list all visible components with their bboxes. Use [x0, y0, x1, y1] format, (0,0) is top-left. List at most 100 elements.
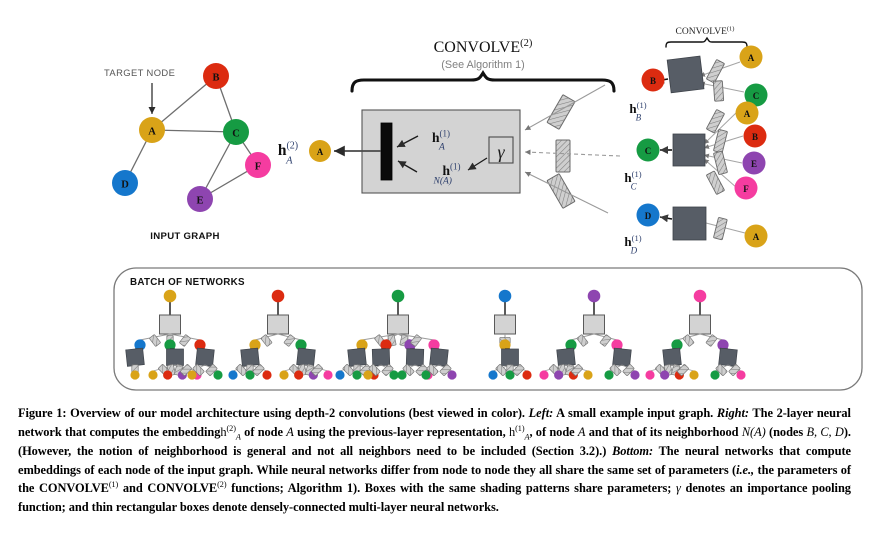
- graph-node-E[interactable]: E: [187, 186, 213, 212]
- sub-node-C-neighbor-F[interactable]: F: [734, 176, 758, 200]
- batch-mid-node-A-C[interactable]: [164, 339, 176, 351]
- batch-leaf-node-B-C-B[interactable]: [294, 370, 304, 380]
- batch-darkbox-C-A: [347, 347, 367, 367]
- batch-root-node-F[interactable]: [693, 289, 707, 303]
- batch-mid-node-C-B[interactable]: [380, 339, 392, 351]
- batch-leaf-node-D-A-C[interactable]: [505, 370, 515, 380]
- batch-leaf-node-C-A-D[interactable]: [335, 370, 345, 380]
- batch-leaf-node-B-A-C[interactable]: [245, 370, 255, 380]
- caption-h2A: h(2)A: [220, 423, 241, 442]
- dark-box-B: [666, 55, 705, 94]
- dark-box-D: [672, 206, 707, 241]
- h1C-subscript: C: [631, 182, 638, 192]
- batch-mid-node-D-A[interactable]: [499, 339, 511, 351]
- batch-leaf-node-D-A-D[interactable]: [488, 370, 498, 380]
- graph-node-D[interactable]: D: [112, 170, 138, 196]
- hatch-box-D: [546, 173, 576, 209]
- batch-leaf-node-B-A-B[interactable]: [262, 370, 272, 380]
- batch-leaf-node-F-C-A[interactable]: [689, 370, 699, 380]
- batch-lightbox-D: [494, 314, 516, 335]
- batch-leaf-node-B-C-A[interactable]: [279, 370, 289, 380]
- h1D-subscript: D: [630, 246, 638, 256]
- batch-leaf-node-B-A-D[interactable]: [228, 370, 238, 380]
- batch-root-node-D[interactable]: [498, 289, 512, 303]
- h2A-subscript: A: [285, 156, 293, 167]
- sub-node-D-neighborA-label: A: [753, 232, 760, 242]
- batch-leaf-node-E-C-E[interactable]: [554, 370, 564, 380]
- sub-node-C-neighbor-E[interactable]: E: [742, 151, 766, 175]
- h1NA-base: h: [442, 163, 450, 178]
- batch-leaf-node-C-B-C[interactable]: [389, 370, 399, 380]
- batch-leaf-node-A-C-A[interactable]: [148, 370, 158, 380]
- sub-node-B-neighbor-A[interactable]: A: [739, 45, 763, 69]
- graph-node-A[interactable]: A: [139, 117, 165, 143]
- batch-hatch-leaf-C-A-D: [342, 364, 355, 376]
- output-node-A[interactable]: A: [309, 140, 331, 162]
- batch-leaf-node-F-E-C[interactable]: [710, 370, 720, 380]
- batch-leaf-node-E-F-E[interactable]: [630, 370, 640, 380]
- batch-root-node-B[interactable]: [271, 289, 285, 303]
- sub-node-B[interactable]: B: [641, 68, 665, 92]
- batch-leaf-node-A-B-C[interactable]: [213, 370, 223, 380]
- batch-root-node-E[interactable]: [587, 289, 601, 303]
- sub-node-D-neighbor-A[interactable]: A: [744, 224, 768, 248]
- batch-leaf-node-E-C-F[interactable]: [539, 370, 549, 380]
- batch-darkbox-E-C: [556, 347, 576, 367]
- batch-leaf-node-F-E-F[interactable]: [736, 370, 746, 380]
- h2A-base: h: [278, 142, 287, 159]
- batch-hatch-leaf-F-E-F: [728, 364, 741, 376]
- sub-node-C[interactable]: C: [636, 138, 660, 162]
- batch-root-node-A[interactable]: [163, 289, 177, 303]
- sub-node-C-neighbor-B[interactable]: B: [743, 124, 767, 148]
- caption-s7: and that of its neighborhood: [588, 424, 739, 439]
- batch-root-node-C[interactable]: [391, 289, 405, 303]
- batch-leaf-node-C-A-C[interactable]: [352, 370, 362, 380]
- convolve2-brace: [350, 69, 616, 93]
- graph-node-C[interactable]: C: [223, 119, 249, 145]
- caption-s12: functions; Algorithm 1). Boxes with the …: [231, 481, 672, 496]
- caption-gamma: γ: [676, 481, 681, 496]
- h1D-base: h: [624, 234, 632, 249]
- caption-s10: The neural networks that compute embeddi…: [18, 443, 851, 477]
- batch-hatch-E-F: [599, 334, 612, 347]
- h1C-label: h(1)C: [624, 169, 641, 192]
- batch-leaf-node-D-A-B[interactable]: [522, 370, 532, 380]
- batch-leaf-node-A-B-A[interactable]: [187, 370, 197, 380]
- batch-leaf-node-C-B-A[interactable]: [363, 370, 373, 380]
- batch-leaf-node-A-D-A[interactable]: [130, 370, 140, 380]
- hatch-box-B: [546, 94, 576, 130]
- subnetwork-C: C A B E F h(1)C: [624, 101, 767, 200]
- sub-node-B-neighbor-C[interactable]: C: [744, 83, 768, 107]
- edge-box-to-D: [659, 214, 673, 223]
- batch-of-networks-panel: BATCH OF NETWORKS: [113, 267, 863, 391]
- batch-hatch-leaf-C-F-E: [439, 364, 452, 376]
- h1NA-label: h(1)N(A): [433, 162, 461, 187]
- figure-diagram: A B C D E F TARGET NODE: [104, 26, 863, 391]
- batch-leaf-node-C-E-C[interactable]: [397, 370, 407, 380]
- graph-node-B[interactable]: B: [203, 63, 229, 89]
- batch-leaf-node-F-C-E[interactable]: [660, 370, 670, 380]
- sub-node-C-neighbor-A[interactable]: A: [735, 101, 759, 125]
- batch-leaf-node-E-C-A[interactable]: [583, 370, 593, 380]
- batch-leaf-node-B-C-F[interactable]: [323, 370, 333, 380]
- batch-network-C: [335, 289, 457, 380]
- caption-s1: Overview of our model architecture using…: [70, 406, 525, 420]
- batch-hatch-leaf-A-B-C: [205, 364, 218, 376]
- graph-node-F[interactable]: F: [245, 152, 271, 178]
- caption-s8: (nodes: [769, 424, 804, 439]
- batch-leaf-node-F-C-F[interactable]: [645, 370, 655, 380]
- sub-node-C-label: C: [645, 146, 652, 156]
- batch-hatch-leaf-A-C-F: [180, 364, 192, 376]
- graph-node-E-label: E: [196, 196, 203, 207]
- sub-node-D[interactable]: D: [636, 203, 660, 227]
- batch-leaf-node-C-F-E[interactable]: [447, 370, 457, 380]
- batch-network-F: [645, 289, 746, 380]
- hatched-transform-boxes: [546, 94, 576, 209]
- sub-node-B-neighborA-label: A: [748, 53, 755, 63]
- batch-leaf-node-E-F-C[interactable]: [604, 370, 614, 380]
- caption-nodeBCD: B, C, D: [806, 424, 844, 439]
- graph-node-B-label: B: [212, 73, 219, 84]
- gamma-box: [488, 136, 514, 164]
- batch-leaf-node-C-F-C[interactable]: [421, 370, 431, 380]
- batch-leaf-node-A-C-B[interactable]: [163, 370, 173, 380]
